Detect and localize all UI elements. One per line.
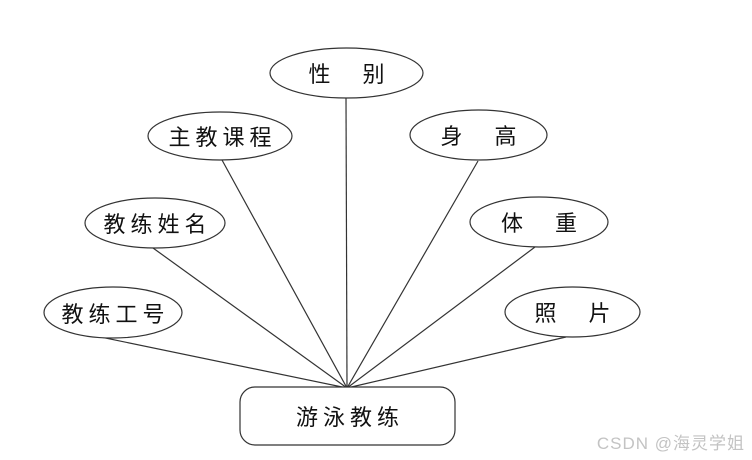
attribute-ellipse-weight — [469, 196, 609, 248]
watermark-text: CSDN @海灵学姐 — [596, 434, 745, 453]
attribute-label-photo: 照 片 — [534, 302, 616, 327]
connector-lines — [85, 96, 567, 389]
attribute-ellipse-gender — [269, 47, 424, 99]
attribute-label-id: 教练工号 — [61, 302, 170, 328]
connector-line-photo — [346, 336, 567, 389]
attribute-label-gender: 性 别 — [308, 63, 390, 88]
entity-rect — [239, 386, 456, 446]
connector-line-name — [152, 247, 348, 389]
attribute-ellipse-course — [147, 111, 293, 161]
attribute-ellipses — [43, 47, 641, 339]
attribute-ellipse-photo — [504, 286, 641, 338]
connector-line-weight — [346, 246, 536, 389]
attribute-ellipse-name — [84, 197, 226, 249]
connector-line-course — [221, 159, 348, 389]
attribute-label-height: 身 高 — [440, 125, 522, 150]
connector-line-gender — [345, 96, 348, 389]
entity-label: 游泳教练 — [295, 406, 404, 431]
attribute-label-course: 主教课程 — [168, 126, 277, 151]
attribute-label-name: 教练姓名 — [103, 213, 212, 238]
attribute-ellipse-id — [43, 286, 183, 339]
attribute-label-weight: 体 重 — [500, 212, 582, 237]
attribute-ellipse-height — [409, 109, 548, 161]
connector-line-height — [346, 160, 479, 389]
connector-line-id — [85, 333, 348, 389]
